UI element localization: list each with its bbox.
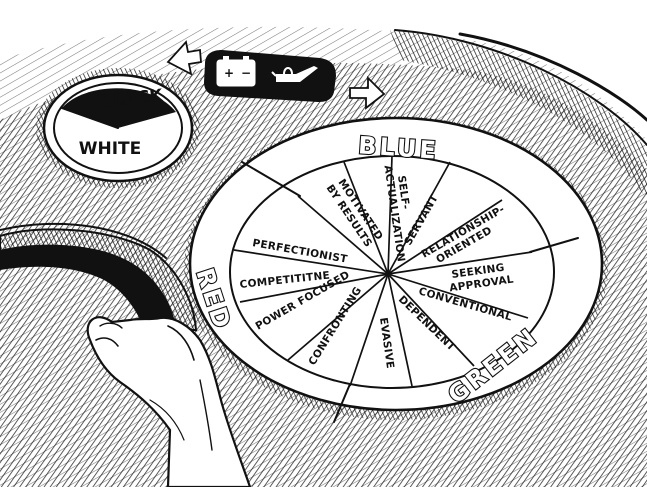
oil-can-icon: [271, 66, 318, 82]
segment-seeking-approval: SEEKING APPROVAL: [447, 261, 515, 295]
dial-spokes: [233, 155, 533, 387]
svg-text:+: +: [224, 66, 234, 80]
warning-light-panel: + −: [166, 40, 386, 110]
white-label: WHITE: [79, 139, 142, 159]
personality-dial: BLUE RED GREEN SELF- ACTUALIZATION MOTIV…: [184, 116, 608, 423]
svg-text:−: −: [241, 66, 251, 80]
driver-hand: [86, 316, 252, 487]
blue-quadrant-label: BLUE: [357, 131, 439, 165]
battery-icon: [216, 59, 256, 87]
left-arrow-icon: [166, 40, 202, 76]
right-arrow-icon: [349, 75, 386, 110]
black-white-gauge: BLACK WHITE: [36, 68, 200, 188]
